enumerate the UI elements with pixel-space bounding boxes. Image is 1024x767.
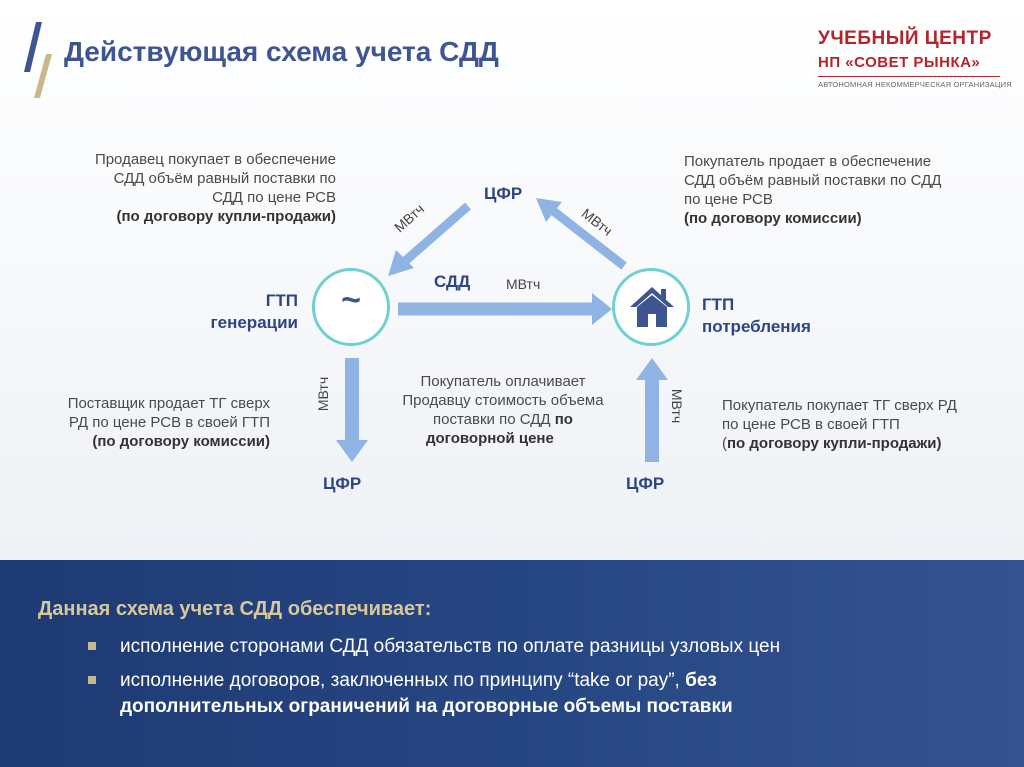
flow-diagram	[336, 198, 668, 462]
brand-divider	[818, 76, 1000, 77]
note-seller: Продавец покупает в обеспечение СДД объё…	[94, 151, 336, 225]
arrow-cfr-to-gen	[388, 202, 471, 276]
brand-tagline: Автономная некоммерческая организация	[818, 80, 1012, 89]
house-icon	[630, 287, 674, 327]
summary-item-1: исполнение сторонами СДД обязательств по…	[120, 636, 781, 657]
cfr-right-label: ЦФР	[626, 474, 665, 493]
note-supplier: Поставщик продает ТГ сверх РД по цене РС…	[67, 395, 270, 450]
brand-name: УЧЕБНЫЙ ЦЕНТР	[818, 28, 992, 49]
cfr-top-label: ЦФР	[484, 184, 523, 203]
sdd-label: СДД	[434, 272, 471, 291]
mwh-label-center: МВтч	[506, 276, 541, 292]
generator-symbol: ~	[341, 281, 361, 319]
page-title: Действующая схема учета СДД	[64, 36, 499, 67]
cfr-left-label: ЦФР	[323, 474, 362, 493]
mwh-label-up: МВтч	[669, 388, 686, 424]
bullet-icon	[88, 676, 96, 684]
note-buyer-commission: Покупатель продает в обеспечение СДД объ…	[684, 153, 942, 227]
arrow-sdd	[398, 293, 612, 325]
bullet-icon	[88, 642, 96, 650]
slide-background	[0, 0, 1024, 560]
brand-subname: НП «СОВЕТ РЫНКА»	[818, 54, 981, 71]
generation-node: ~	[312, 268, 390, 346]
title-slash-icon	[24, 22, 52, 98]
note-buyer-purchase: Покупатель покупает ТГ сверх РД по цене …	[722, 397, 957, 452]
gtp-cons-label: ГТП потребления	[702, 295, 811, 336]
summary-item-2: исполнение договоров, заключенных по при…	[120, 670, 733, 717]
arrow-cons-to-cfr	[536, 198, 627, 270]
arrow-cfr-to-cons	[636, 358, 668, 462]
consumption-node	[612, 268, 690, 346]
note-payment: Покупатель оплачивает Продавцу стоимость…	[402, 373, 604, 447]
summary-title: Данная схема учета СДД обеспечивает:	[38, 598, 432, 620]
gtp-gen-label: ГТП генерации	[210, 291, 298, 332]
summary-panel	[0, 560, 1024, 767]
mwh-label-down: МВтч	[315, 376, 332, 412]
arrow-gen-to-cfr	[336, 358, 368, 462]
